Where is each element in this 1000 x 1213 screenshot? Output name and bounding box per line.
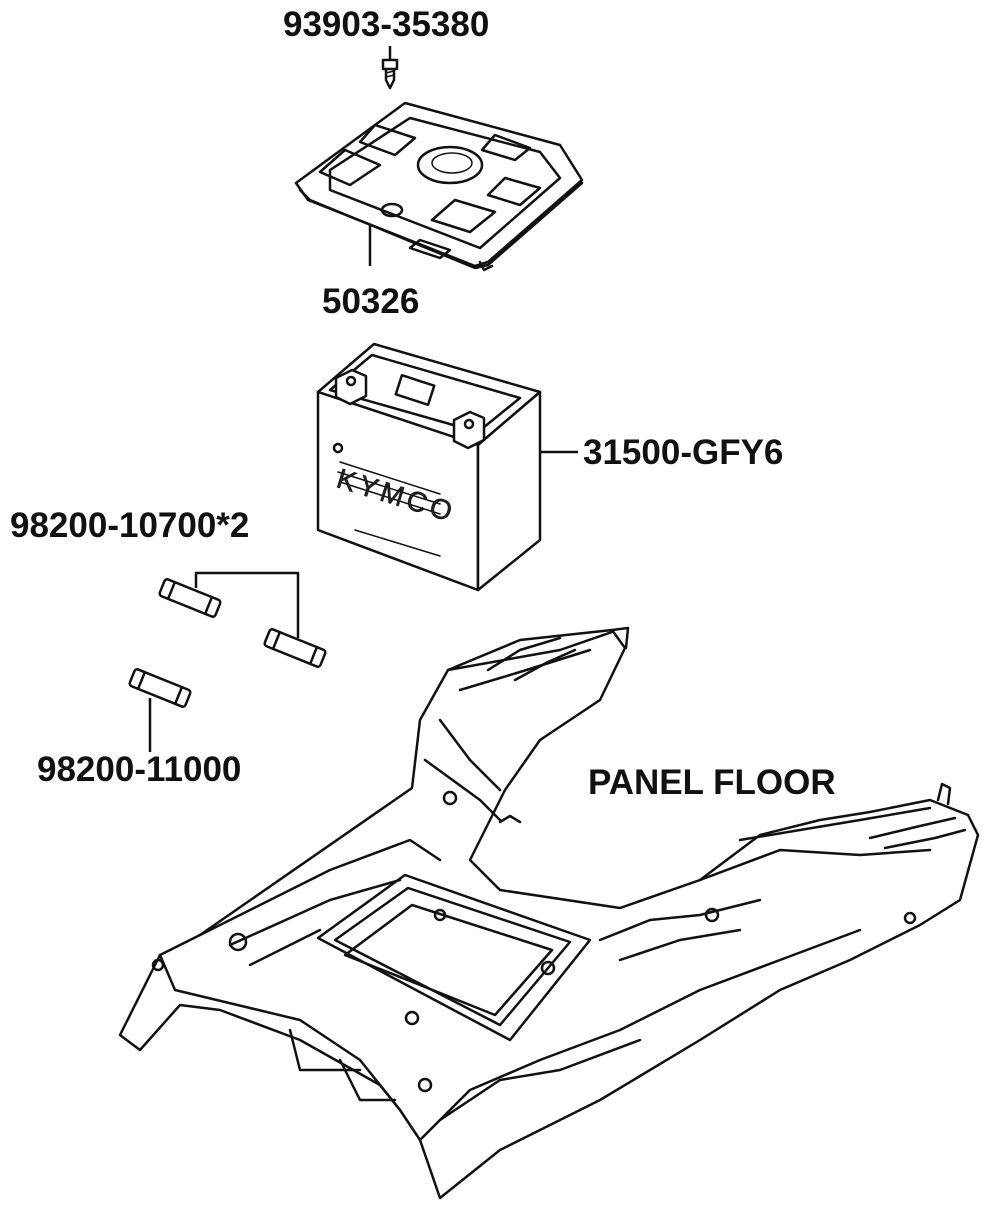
battery-cover-part (294, 101, 584, 272)
battery-part (316, 342, 542, 592)
screw-part (381, 46, 399, 90)
panel-floor-label: PANEL FLOOR (588, 763, 836, 802)
battery-part-number: 31500-GFY6 (583, 433, 784, 472)
fuse-pair-part (158, 571, 327, 668)
screw-part-number: 93903-35380 (283, 5, 490, 44)
fuse-pair-part-number: 98200-10700*2 (10, 506, 250, 545)
fuse-single-part (128, 668, 192, 752)
fuse-single-part-number: 98200-11000 (37, 750, 242, 789)
cover-part-number: 50326 (322, 282, 420, 321)
panel-floor-part (118, 626, 980, 1200)
